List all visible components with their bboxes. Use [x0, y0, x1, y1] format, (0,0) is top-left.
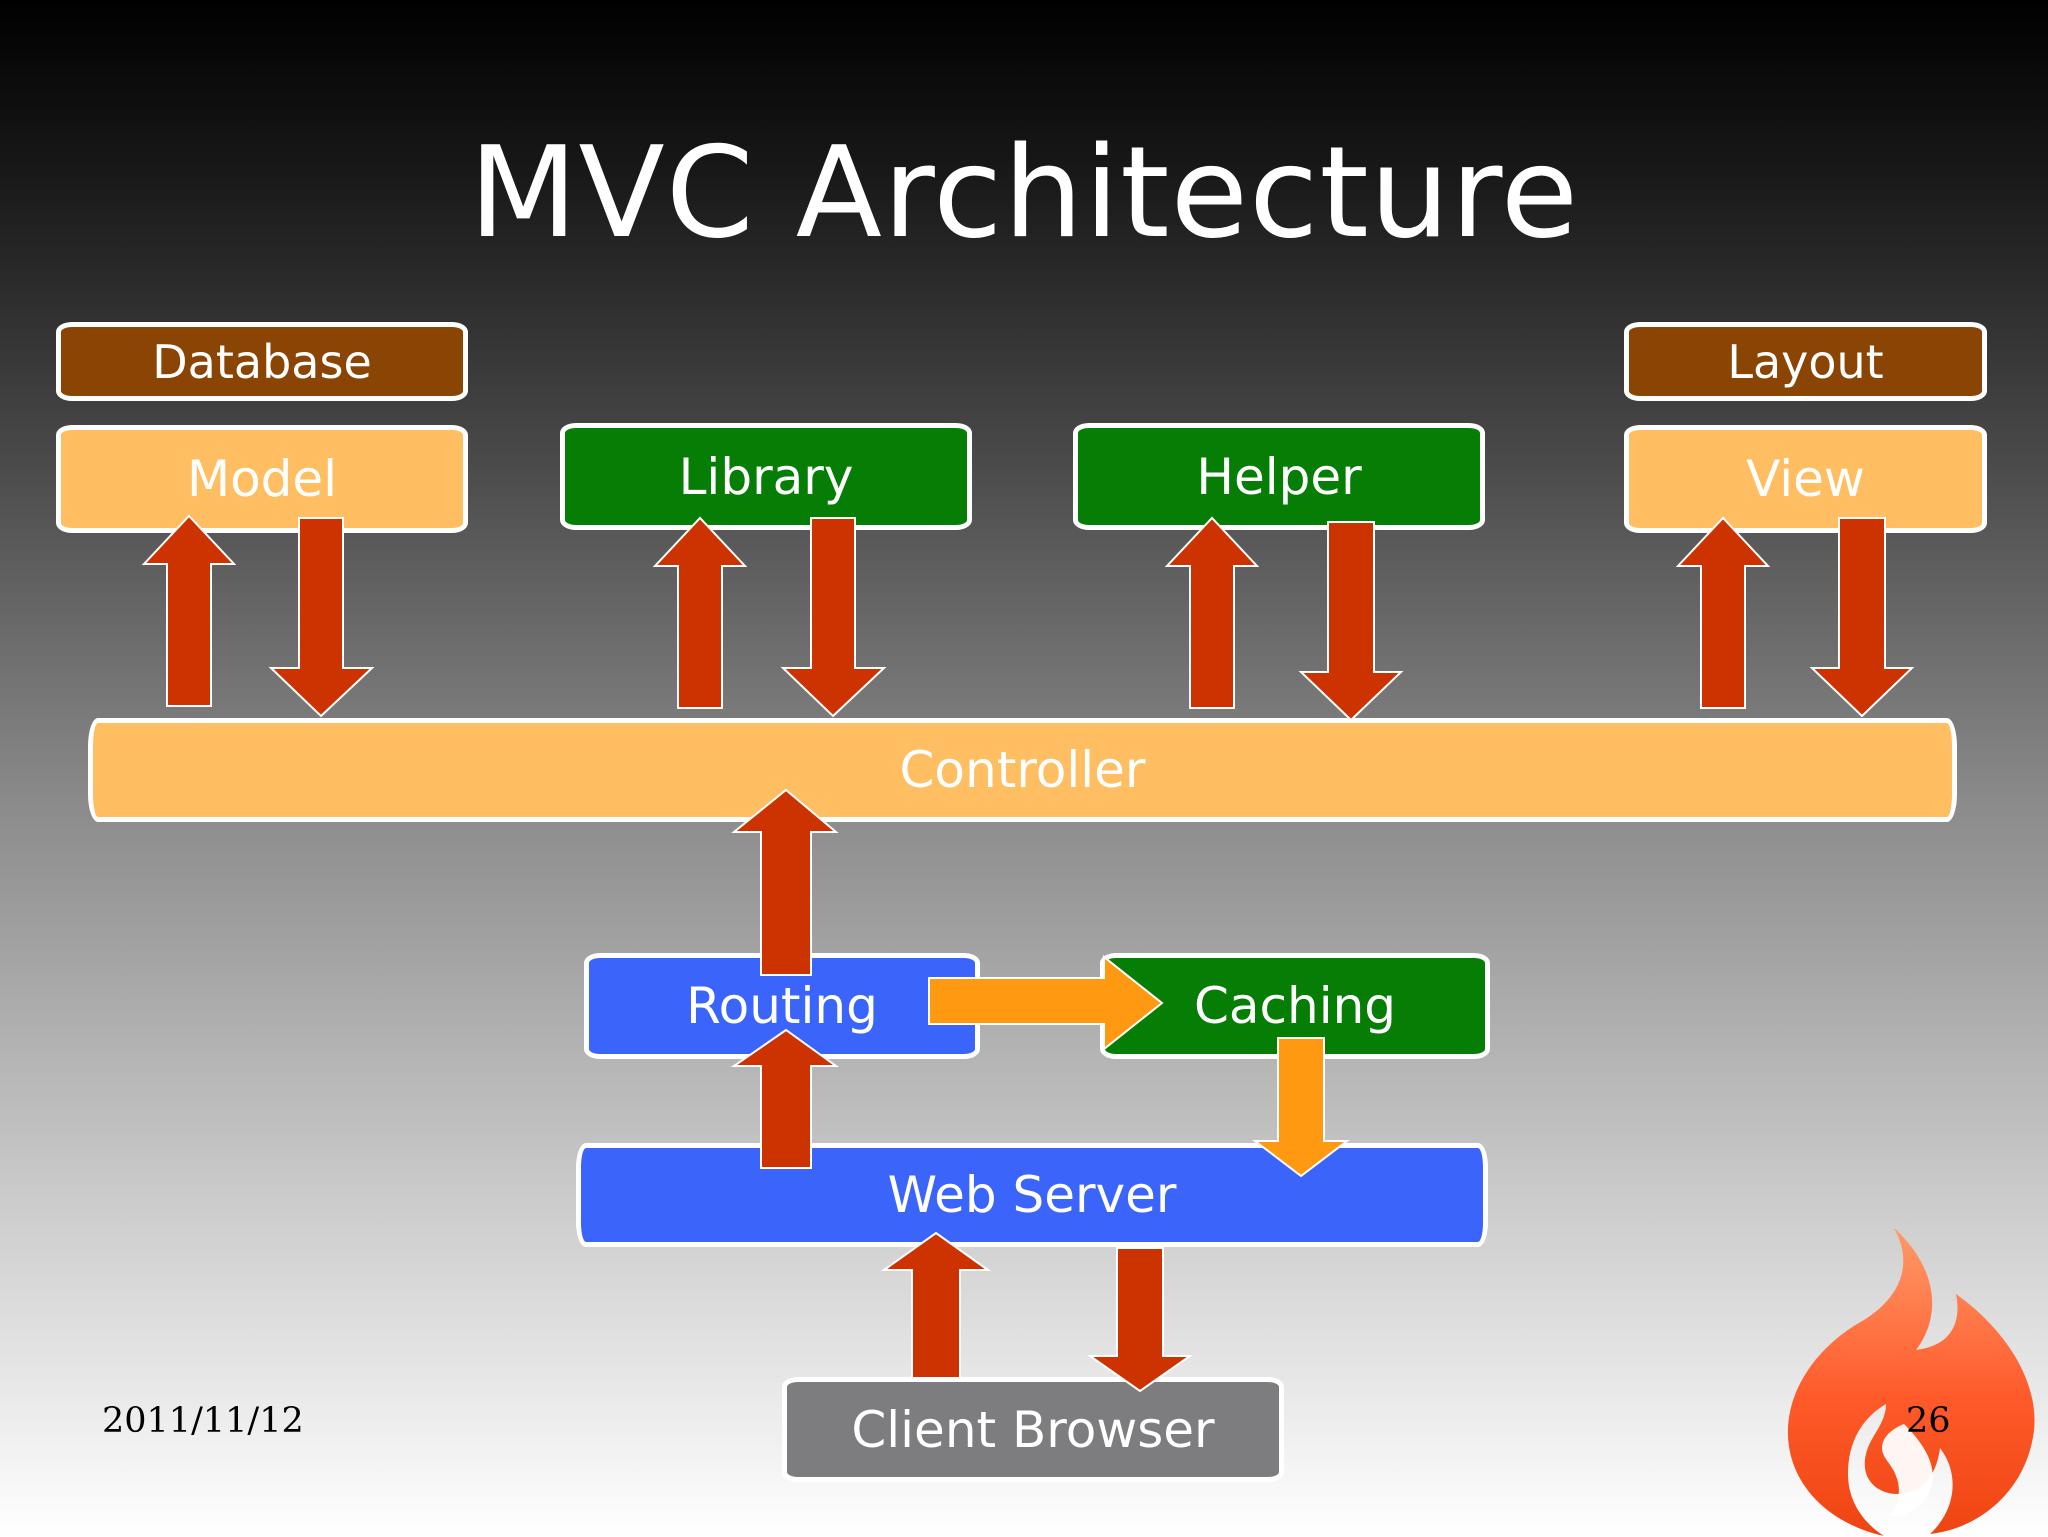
client-browser-node: Client Browser — [782, 1377, 1284, 1482]
arrow-web-server-to-client — [1086, 1247, 1194, 1393]
caching-label: Caching — [1193, 977, 1397, 1035]
layout-node: Layout — [1624, 322, 1987, 401]
arrow-routing-to-caching[interactable] — [928, 954, 1164, 1052]
arrow-routing-to-controller — [731, 788, 839, 976]
arrow-caching-to-web-server — [1252, 1037, 1350, 1178]
arrow-controller-to-view — [1675, 516, 1771, 709]
arrow-helper-to-controller — [1298, 521, 1404, 722]
helper-label: Helper — [1196, 447, 1362, 506]
routing-label: Routing — [686, 977, 878, 1035]
slide-page-number: 26 — [1906, 1401, 1951, 1441]
controller-node: Controller — [88, 718, 1957, 822]
database-node: Database — [56, 322, 468, 401]
arrow-view-to-controller — [1809, 517, 1915, 718]
arrow-controller-to-library — [652, 516, 748, 709]
slide-title: MVC Architecture — [468, 119, 1580, 266]
library-node: Library — [560, 423, 972, 530]
layout-label: Layout — [1727, 334, 1884, 389]
model-node: Model — [56, 425, 468, 533]
helper-node: Helper — [1073, 423, 1485, 530]
controller-label: Controller — [899, 741, 1146, 799]
web-server-node: Web Server — [576, 1143, 1488, 1247]
slide-date: 2011/11/12 — [102, 1401, 304, 1441]
arrow-controller-to-model — [141, 514, 237, 707]
client-browser-label: Client Browser — [851, 1400, 1215, 1459]
web-server-label: Web Server — [887, 1166, 1177, 1224]
view-label: View — [1746, 450, 1865, 508]
arrow-model-to-controller — [268, 517, 375, 718]
model-label: Model — [186, 450, 338, 508]
library-label: Library — [678, 447, 854, 506]
flame-icon — [1787, 1228, 2035, 1536]
arrow-controller-to-helper — [1164, 516, 1260, 709]
database-label: Database — [152, 334, 372, 389]
view-node: View — [1624, 425, 1987, 533]
arrow-library-to-controller — [780, 517, 887, 718]
arrow-client-to-web-server — [880, 1231, 992, 1379]
arrow-web-server-to-routing — [730, 1028, 840, 1169]
